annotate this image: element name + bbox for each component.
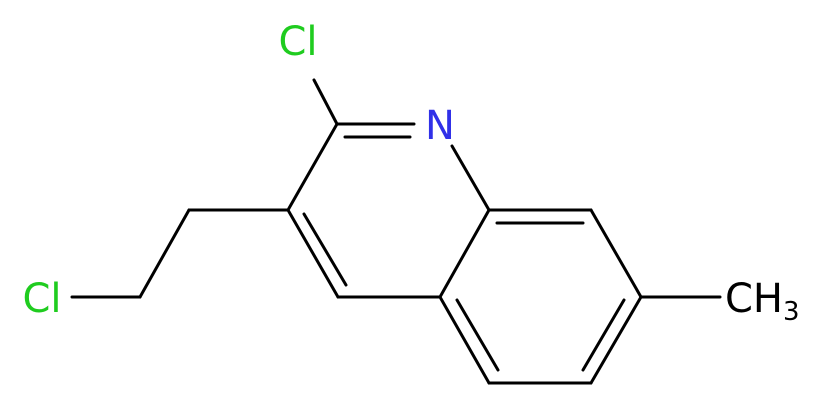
atom-nitrogen: N [425, 103, 455, 149]
methyl-label: CH [725, 276, 783, 322]
bond-ch2-ch2 [138, 208, 191, 299]
bond-c3-c4-inner [302, 212, 348, 287]
bond-c4a-c5 [438, 295, 491, 385]
bond-c6-c7 [589, 295, 643, 385]
bond-c7-c8 [589, 208, 643, 299]
atom-chlorine-top: Cl [278, 19, 317, 65]
bond-c3-c4 [286, 208, 340, 299]
bond-c2-cl [312, 78, 339, 126]
methyl-subscript: 3 [783, 297, 800, 327]
atom-methyl: CH3 [725, 276, 800, 327]
bond-n1-c8a [450, 144, 491, 212]
bond-c4a-c8a [438, 208, 491, 299]
atom-chlorine-left: Cl [22, 276, 61, 322]
bond-c2-c3 [286, 122, 339, 212]
bond-c4a-c5-inner [455, 298, 500, 372]
bond-c6-c7-inner [581, 298, 626, 372]
